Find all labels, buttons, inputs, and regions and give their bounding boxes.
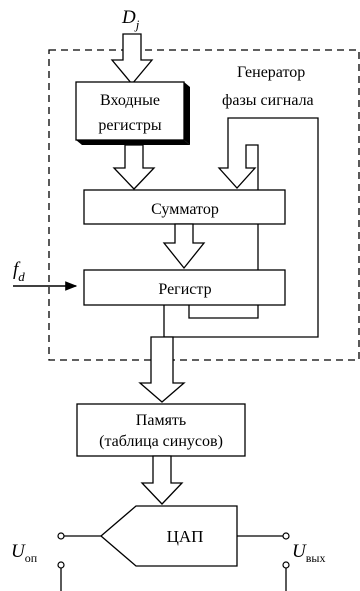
register-to-memory-arrow (138, 336, 186, 403)
phase-generator-boundary (48, 49, 360, 361)
input-bus-arrow (110, 33, 154, 86)
register-label: Регистр (158, 281, 211, 298)
u-out-terminal-bottom (282, 561, 290, 569)
memory-label-line1: Память (136, 412, 186, 429)
adder-to-register-arrow (162, 223, 206, 270)
feedback-bus-outer (163, 117, 319, 338)
adder-label: Сумматор (151, 201, 219, 218)
input-registers-label-line2: регистры (98, 117, 162, 134)
input-registers-block: Входные регистры (75, 81, 190, 145)
memory-block (76, 403, 246, 457)
registers-to-adder-arrow (112, 144, 156, 190)
dac-label: ЦАП (167, 527, 204, 546)
u-ref-label: Uоп (11, 541, 38, 565)
generator-label-line1: Генератор (237, 64, 305, 81)
register-block (83, 269, 286, 306)
memory-label-line2: (таблица синусов) (99, 433, 223, 450)
u-ref-terminal-bottom (57, 561, 65, 569)
u-ref-terminal-top (57, 532, 65, 540)
clock-label: fd (13, 259, 25, 284)
input-registers-label-line1: Входные (100, 92, 160, 109)
u-out-terminal-top (282, 532, 290, 540)
u-out-label: Uвых (292, 541, 325, 565)
memory-to-dac-arrow (140, 455, 184, 505)
generator-label-line2: фазы сигнала (222, 92, 314, 109)
input-label: Dj (121, 7, 140, 32)
